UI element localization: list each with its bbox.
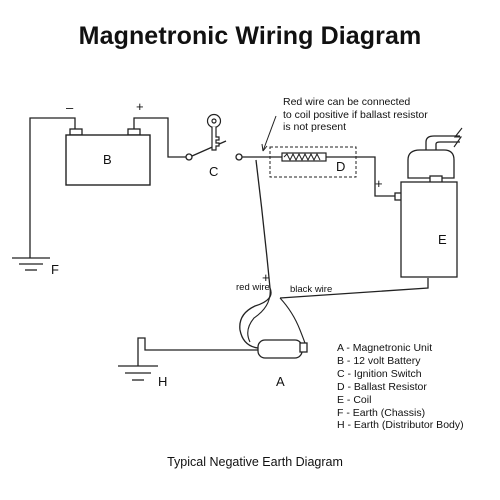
legend-item: E - Coil	[337, 393, 372, 406]
legend-item: D - Ballast Resistor	[337, 380, 427, 393]
spark-icon	[453, 127, 463, 148]
coil-plus-label: +	[375, 176, 383, 191]
magnetronic-unit	[257, 339, 308, 359]
black-wire-label: black wire	[290, 284, 332, 295]
red-wire-lower	[247, 287, 271, 343]
legend-item: B - 12 volt Battery	[337, 354, 421, 367]
legend-item: F - Earth (Chassis)	[337, 406, 426, 419]
black-wire-to-unit	[279, 297, 307, 347]
resistor-label: D	[336, 159, 345, 174]
magnetronic-label: A	[276, 374, 285, 389]
resistor-outline	[269, 146, 357, 178]
battery-plus-label: +	[136, 99, 144, 114]
note-text: Red wire can be connected to coil positi…	[283, 96, 428, 134]
diagram-title: Magnetronic Wiring Diagram	[78, 22, 422, 50]
black-wire	[279, 278, 429, 299]
battery-label: B	[103, 152, 112, 167]
earth-distributor-symbol	[118, 365, 158, 381]
junction-plus-label: +	[262, 270, 270, 285]
battery-minus-label: –	[66, 100, 74, 115]
note-line: is not present	[283, 121, 347, 133]
diagram-caption: Typical Negative Earth Diagram	[167, 455, 343, 469]
battery	[65, 128, 151, 186]
note-arrow	[262, 115, 277, 152]
key-icon	[206, 113, 222, 151]
wire-unit-to-earth	[137, 337, 258, 366]
wire-battery-to-switch	[133, 117, 186, 158]
red-wire-label: red wire	[236, 282, 270, 293]
note-line: Red wire can be connected	[283, 96, 411, 108]
legend-item: C - Ignition Switch	[337, 367, 422, 380]
legend-item: H - Earth (Distributor Body)	[337, 419, 464, 432]
earth-chassis-symbol	[12, 257, 50, 271]
legend: A - Magnetronic Unit B - 12 volt Battery…	[337, 342, 464, 432]
wire-resistor-to-coil	[326, 156, 395, 197]
earth-chassis-label: F	[51, 262, 59, 277]
resistor-coil-zigzag	[283, 152, 321, 162]
coil-label: E	[438, 232, 447, 247]
coil	[394, 135, 460, 278]
note-line: to coil positive if ballast resistor	[283, 108, 428, 121]
legend-item: A - Magnetronic Unit	[337, 342, 433, 354]
red-wire	[239, 159, 272, 349]
wire-battery-to-earth	[29, 117, 76, 258]
earth-distributor-label: H	[158, 374, 167, 389]
switch-label: C	[209, 164, 218, 179]
